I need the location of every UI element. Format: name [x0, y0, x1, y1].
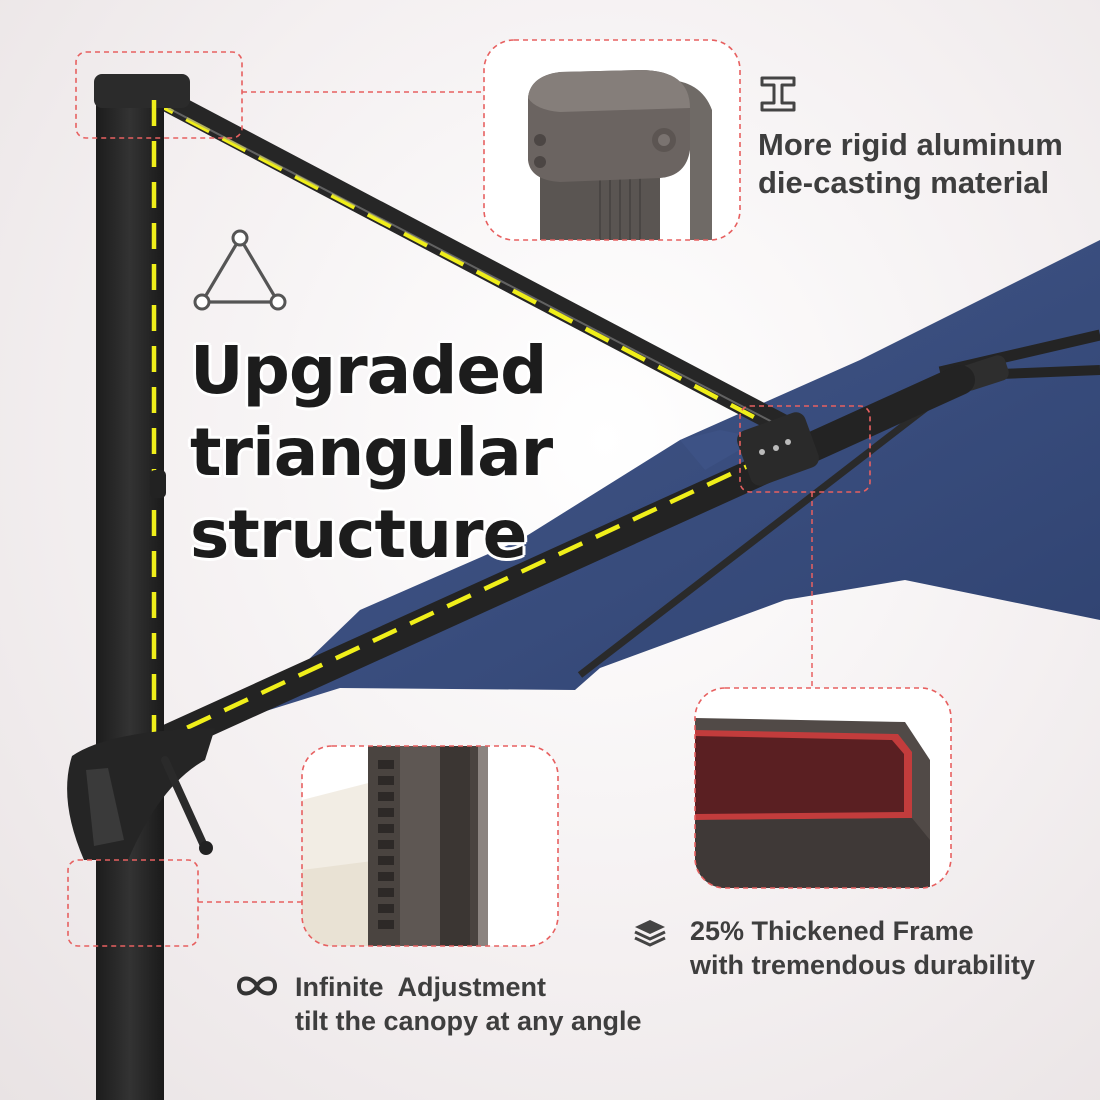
joint-bolt — [759, 449, 765, 455]
headline-line: Upgraded — [190, 332, 547, 409]
crank-arm — [161, 756, 209, 852]
main-arm — [147, 365, 975, 757]
feature-frame-line: 25% Thickened Frame — [690, 916, 974, 946]
frame-detail-inset — [694, 687, 952, 889]
callout-handle — [67, 859, 199, 947]
headline-line: triangular — [190, 414, 553, 491]
i-beam-icon — [760, 76, 796, 112]
feature-aluminum-line: die-casting material — [758, 165, 1050, 200]
pole — [96, 80, 164, 1100]
aluminum-detail-inset — [483, 39, 741, 241]
feature-aluminum: More rigid aluminum die-casting material — [758, 126, 1063, 202]
adjustment-detail-inset — [301, 745, 559, 947]
feature-aluminum-line: More rigid aluminum — [758, 127, 1063, 162]
feature-adjustment-line: tilt the canopy at any angle — [295, 1006, 642, 1036]
crank-knob — [199, 841, 213, 855]
layers-icon — [634, 920, 666, 947]
feature-adjustment: Infinite Adjustment tilt the canopy at a… — [295, 970, 642, 1038]
pole-cap — [94, 74, 190, 108]
joint-bolt — [785, 439, 791, 445]
triangle-structure-icon — [193, 229, 287, 311]
brace-arm — [147, 85, 803, 441]
joint-bolt — [773, 445, 779, 451]
pole-knob — [150, 470, 166, 498]
feature-frame: 25% Thickened Frame with tremendous dura… — [690, 914, 1035, 982]
feature-frame-line: with tremendous durability — [690, 950, 1036, 980]
headline: Upgraded triangular structure — [190, 330, 553, 576]
callout-top-cap — [75, 51, 243, 139]
canopy-rib — [577, 402, 933, 678]
brace-edge — [167, 107, 781, 427]
callout-joint — [739, 405, 871, 493]
headline-line: structure — [190, 496, 527, 573]
handle-grip — [86, 768, 124, 846]
feature-adjustment-line: Infinite Adjustment — [295, 972, 546, 1002]
infinity-icon — [236, 976, 278, 996]
